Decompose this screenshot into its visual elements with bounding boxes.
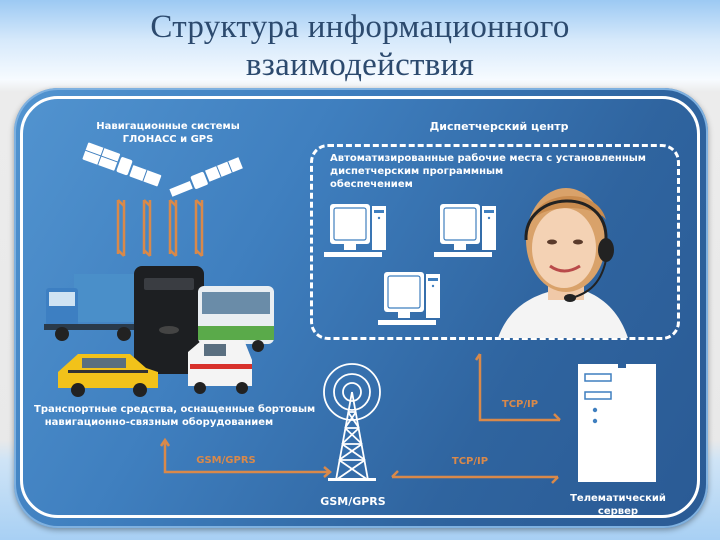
computer-icon-2 — [434, 204, 496, 257]
gsm-link-label: GSM/GPRS — [196, 455, 256, 466]
workstations-label: Автоматизированные рабочие места с устан… — [330, 152, 650, 191]
vehicles-illustration — [44, 266, 274, 397]
ambulance-icon — [188, 340, 252, 394]
server-label-line1: Телематический — [570, 493, 666, 504]
taxi-icon — [58, 354, 158, 397]
gsm-tower-label: GSM/GPRS — [320, 495, 386, 508]
satellite-link-arrows — [116, 199, 204, 257]
navigation-terminal-icon — [134, 266, 204, 374]
satellite-icon — [82, 142, 162, 187]
tcp-ip-link-arrow — [391, 470, 559, 484]
operator-headset-icon — [498, 188, 628, 338]
nav-label-line2: ГЛОНАСС и GPS — [122, 134, 214, 145]
vehicles-label-line1: Транспортные средства, оснащенные бортов… — [34, 404, 316, 415]
telematic-server-label: Телематический сервер — [566, 492, 670, 518]
tcp-ip-link-label-bottom: TCP/IP — [451, 456, 489, 467]
server-icon — [578, 364, 656, 482]
tcp-ip-link-label-top: TCP/IP — [501, 399, 539, 410]
diagram-inner-border — [20, 96, 700, 518]
navigation-systems-label: Навигационные системы ГЛОНАСС и GPS — [88, 120, 248, 146]
satellite-icon-2 — [169, 157, 243, 197]
computer-icon — [324, 204, 386, 257]
cell-tower-icon — [323, 363, 381, 481]
vehicles-label: Транспортные средства, оснащенные бортов… — [34, 403, 316, 429]
workstations-label-line1: Автоматизированные рабочие места с устан… — [330, 153, 646, 164]
workstations-label-line2: диспетчерским программным — [330, 166, 504, 177]
title-line-1: Структура информационного — [150, 9, 570, 45]
workstations-label-line3: обеспечением — [330, 179, 413, 190]
slide-title: Структура информационного взаимодействия — [0, 8, 720, 84]
dispatch-center-title: Диспетчерский центр — [429, 120, 569, 133]
gsm-link-arrow — [159, 437, 332, 478]
workstations-dashed-box — [310, 144, 680, 340]
vehicles-label-line2: навигационно-связным оборудованием — [44, 417, 274, 428]
tcp-ip-dispatch-arrow — [474, 353, 561, 422]
nav-label-line1: Навигационные системы — [96, 121, 240, 132]
truck-icon — [44, 274, 144, 341]
server-label-line2: сервер — [597, 506, 639, 517]
title-line-2: взаимодействия — [245, 47, 475, 83]
computer-icon-3 — [378, 272, 440, 325]
